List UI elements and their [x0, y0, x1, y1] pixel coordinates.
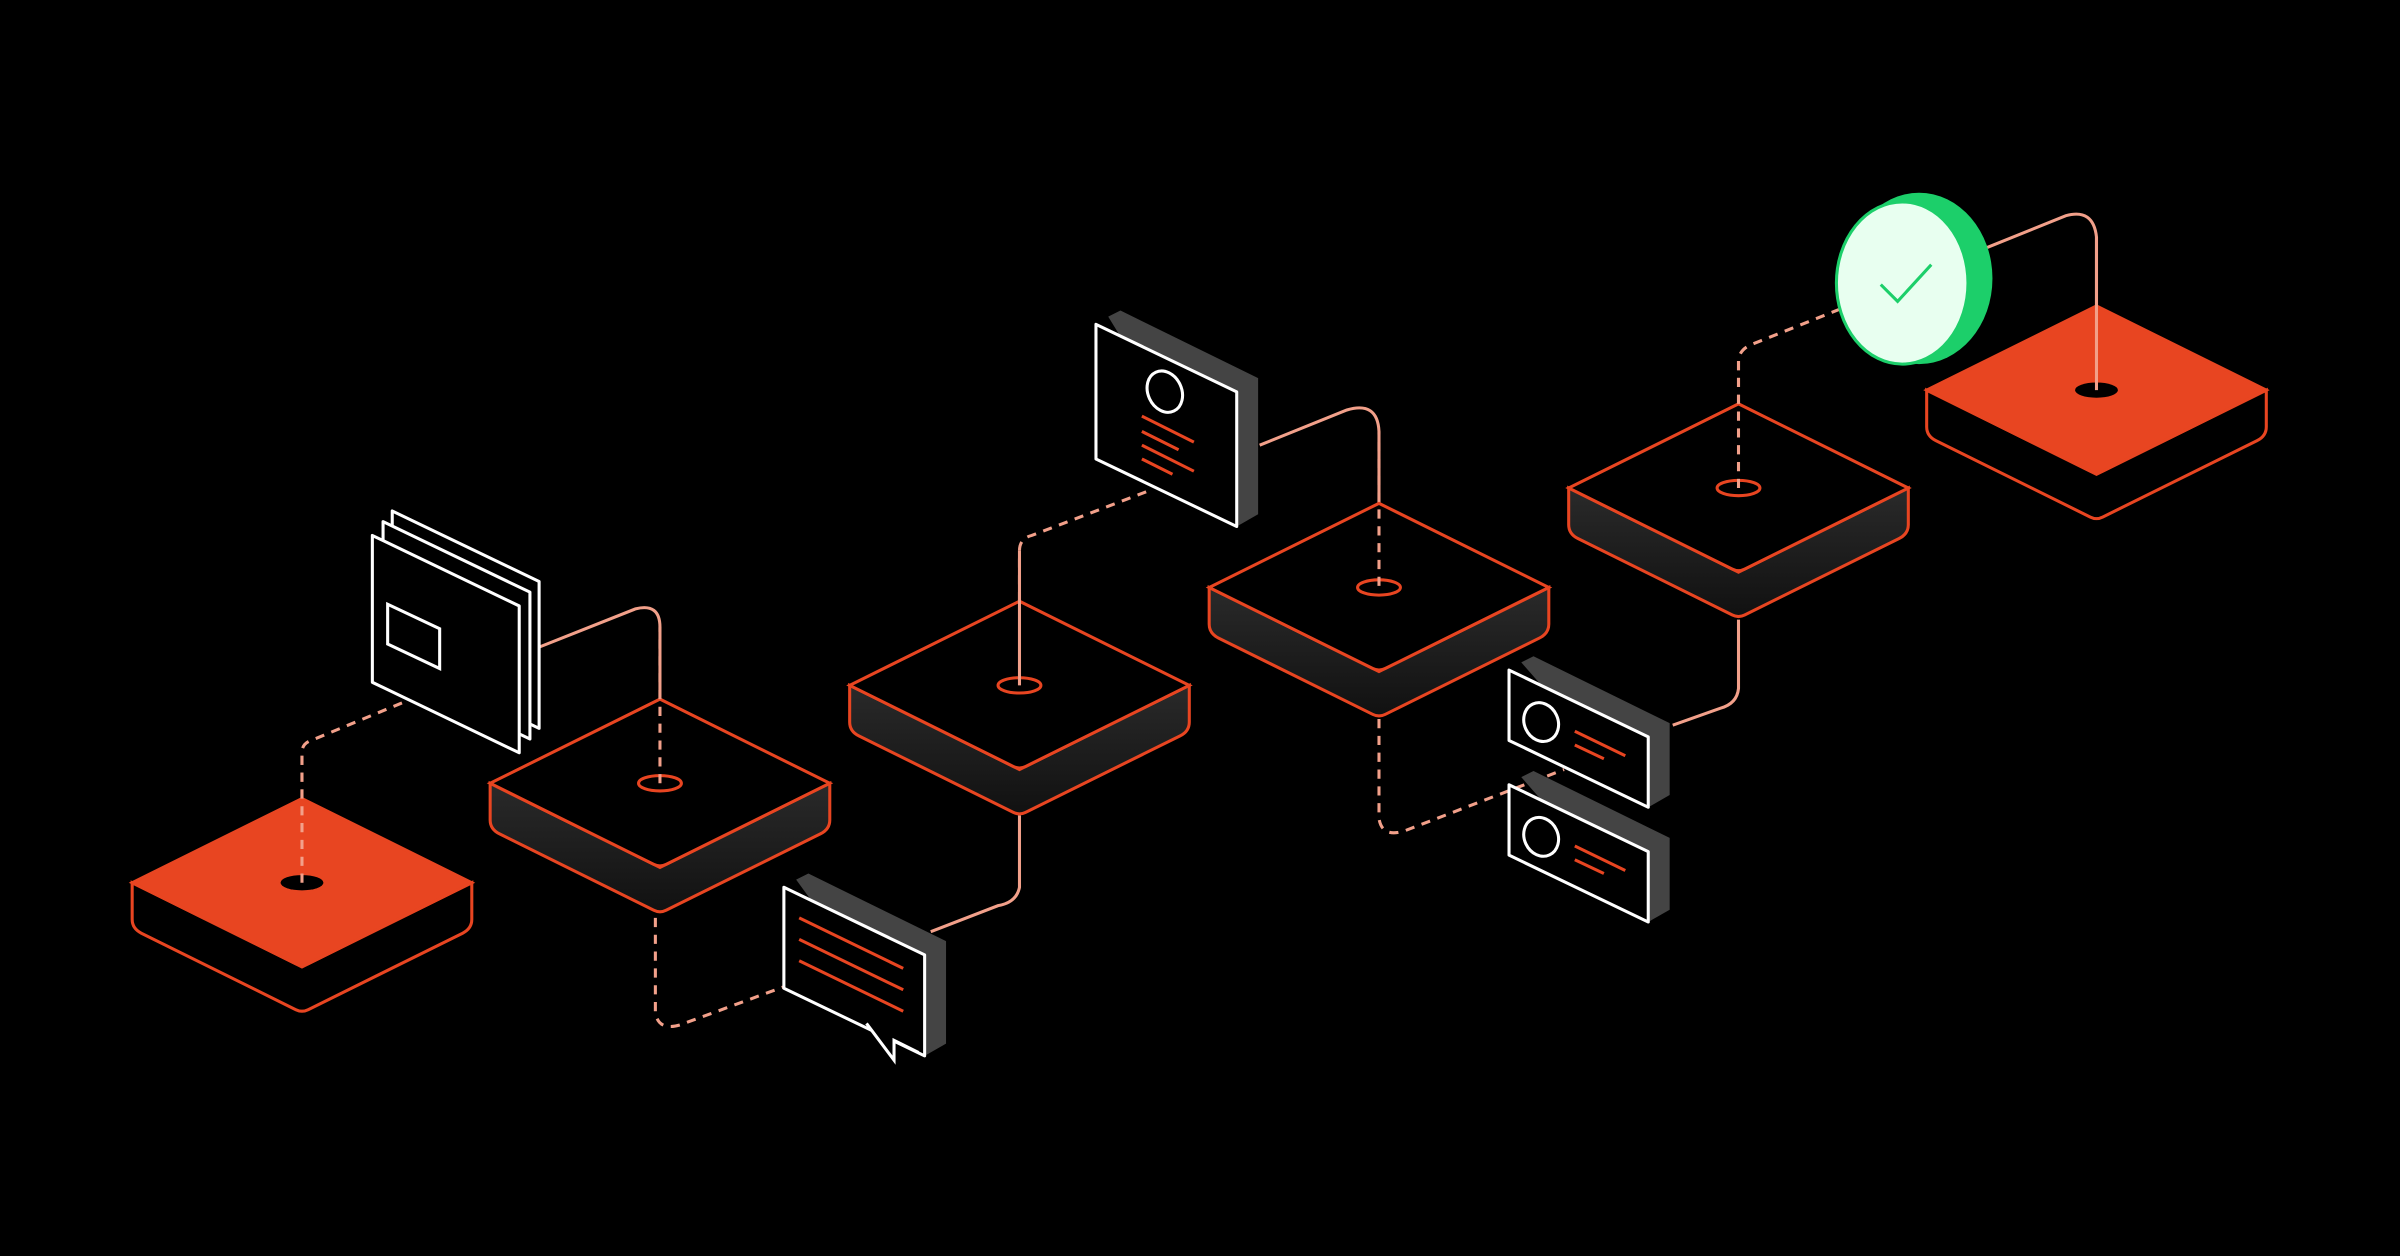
card-face — [1094, 322, 1239, 529]
platform-side — [130, 880, 474, 1013]
dashed-connector — [1017, 489, 1149, 686]
card-line — [1574, 729, 1626, 758]
platform-side — [488, 780, 832, 914]
avatar-circle — [1145, 369, 1185, 414]
document-line — [1141, 443, 1195, 473]
card-face — [370, 533, 521, 755]
card-line — [1574, 844, 1626, 872]
folder-window — [386, 601, 442, 671]
check-face — [1834, 200, 1970, 366]
dark-platform — [1205, 501, 1553, 718]
chat-text-line — [798, 959, 904, 1013]
avatar-circle — [1522, 701, 1561, 743]
card-line — [1574, 743, 1605, 761]
card-face — [782, 885, 927, 1058]
platform-side — [1925, 387, 2268, 521]
chat-tail — [865, 1022, 920, 1065]
solid-connector — [1259, 406, 1381, 586]
avatar-circle — [1522, 815, 1561, 858]
platform-side — [848, 682, 1191, 816]
solid-connector — [1672, 619, 1741, 727]
folder-stack-icon — [370, 533, 521, 755]
document-line — [1141, 457, 1174, 476]
dashed-connector — [653, 917, 785, 1029]
chat-bubble-icon — [782, 873, 947, 1065]
solid-connector — [930, 815, 1022, 934]
document-line — [1141, 430, 1180, 452]
platform-side — [1567, 485, 1910, 619]
dashed-connector — [300, 691, 427, 883]
profile-card-icon — [1507, 771, 1670, 924]
profile-document-icon — [1094, 310, 1259, 529]
dashed-connector — [1736, 306, 1845, 489]
solid-connector — [1985, 212, 2099, 391]
platform-side — [1207, 584, 1551, 718]
profile-card-icon — [1507, 656, 1670, 809]
platform-top — [1205, 501, 1553, 672]
chat-text-line — [798, 937, 904, 992]
checkmark-circle-icon — [1834, 192, 1993, 366]
check-mark — [1879, 263, 1933, 304]
document-line — [1141, 414, 1195, 444]
card-line — [1574, 858, 1605, 875]
chat-text-line — [798, 916, 904, 970]
solid-connector — [538, 606, 662, 784]
